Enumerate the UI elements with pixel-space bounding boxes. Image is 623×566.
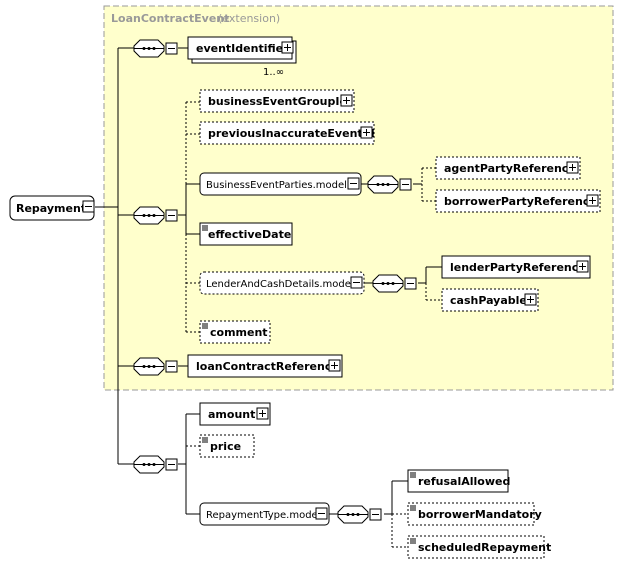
element-comment[interactable]: comment [199, 320, 271, 344]
svg-text:agentPartyReference: agentPartyReference [444, 162, 576, 175]
expand-icon[interactable] [256, 407, 269, 420]
group-business-event-parties-model[interactable]: BusinessEventParties.model [199, 172, 362, 196]
sequence-compositor [337, 505, 369, 524]
collapse-icon[interactable] [315, 507, 328, 520]
element-effective-date[interactable]: effectiveDate [199, 222, 293, 246]
element-lender-party-reference[interactable]: lenderPartyReference [441, 255, 591, 279]
element-event-identifier[interactable]: eventIdentifier [187, 36, 297, 64]
expand-icon[interactable] [524, 293, 537, 306]
svg-text:effectiveDate: effectiveDate [208, 228, 291, 241]
simple-type-icon [410, 472, 416, 478]
collapse-icon[interactable] [165, 209, 178, 222]
expand-icon[interactable] [360, 126, 373, 139]
svg-text:eventIdentifier: eventIdentifier [196, 42, 289, 55]
svg-text:borrowerMandatory: borrowerMandatory [418, 508, 542, 521]
cardinality-label: 1..∞ [263, 67, 284, 78]
sequence-compositor [133, 206, 165, 225]
collapse-icon[interactable] [369, 508, 382, 521]
element-loan-contract-reference[interactable]: loanContractReference [187, 354, 343, 378]
sequence-compositor [133, 39, 165, 58]
element-refusal-allowed[interactable]: refusalAllowed [407, 469, 510, 493]
collapse-icon[interactable] [350, 276, 363, 289]
element-borrower-mandatory[interactable]: borrowerMandatory [407, 502, 542, 526]
sequence-compositor [367, 175, 399, 194]
simple-type-icon [202, 225, 208, 231]
expand-icon[interactable] [576, 260, 589, 273]
group-lender-and-cash-details-model[interactable]: LenderAndCashDetails.model [199, 271, 365, 295]
element-agent-party-reference[interactable]: agentPartyReference [435, 156, 581, 180]
simple-type-icon [202, 437, 208, 443]
element-borrower-party-reference[interactable]: borrowerPartyReference [435, 189, 601, 213]
element-scheduled-repayment[interactable]: scheduledRepayment [407, 535, 551, 559]
svg-text:price: price [210, 440, 241, 453]
sequence-compositor [133, 357, 165, 376]
root-element-repayment[interactable]: Repayment [9, 195, 95, 221]
svg-text:businessEventGroupId: businessEventGroupId [208, 95, 347, 108]
collapse-icon[interactable] [404, 277, 417, 290]
group-repayment-type-model[interactable]: RepaymentType.model [199, 502, 330, 526]
collapse-icon[interactable] [165, 360, 178, 373]
svg-text:previousInaccurateEventId: previousInaccurateEventId [208, 127, 375, 140]
collapse-icon[interactable] [82, 200, 95, 213]
simple-type-icon [410, 505, 416, 511]
extension-title: LoanContractEvent [111, 12, 229, 25]
expand-icon[interactable] [340, 94, 353, 107]
svg-text:LenderAndCashDetails.model: LenderAndCashDetails.model [206, 279, 354, 290]
simple-type-icon [410, 538, 416, 544]
collapse-icon[interactable] [165, 458, 178, 471]
svg-text:RepaymentType.model: RepaymentType.model [206, 510, 320, 521]
element-business-event-group-id[interactable]: businessEventGroupId [199, 89, 355, 113]
sequence-compositor [133, 455, 165, 474]
element-previous-inaccurate-event-id[interactable]: previousInaccurateEventId [199, 121, 375, 145]
svg-text:Repayment: Repayment [16, 202, 86, 215]
element-cash-payable[interactable]: cashPayable [441, 288, 539, 312]
svg-text:comment: comment [210, 326, 268, 339]
element-amount[interactable]: amount [199, 402, 271, 426]
expand-icon[interactable] [281, 41, 294, 54]
svg-text:loanContractReference: loanContractReference [196, 360, 339, 373]
collapse-icon[interactable] [165, 42, 178, 55]
svg-text:refusalAllowed: refusalAllowed [418, 475, 510, 488]
sequence-compositor [372, 274, 404, 293]
svg-text:BusinessEventParties.model: BusinessEventParties.model [206, 180, 347, 191]
element-price[interactable]: price [199, 434, 255, 458]
svg-text:amount: amount [208, 408, 255, 421]
expand-icon[interactable] [566, 161, 579, 174]
svg-text:cashPayable: cashPayable [450, 294, 527, 307]
collapse-icon[interactable] [399, 178, 412, 191]
expand-icon[interactable] [328, 359, 341, 372]
svg-text:lenderPartyReference: lenderPartyReference [450, 261, 586, 274]
simple-type-icon [202, 323, 208, 329]
svg-text:borrowerPartyReference: borrowerPartyReference [444, 195, 597, 208]
extension-note: (extension) [218, 12, 280, 25]
expand-icon[interactable] [586, 194, 599, 207]
collapse-icon[interactable] [347, 177, 360, 190]
svg-text:scheduledRepayment: scheduledRepayment [418, 541, 551, 554]
